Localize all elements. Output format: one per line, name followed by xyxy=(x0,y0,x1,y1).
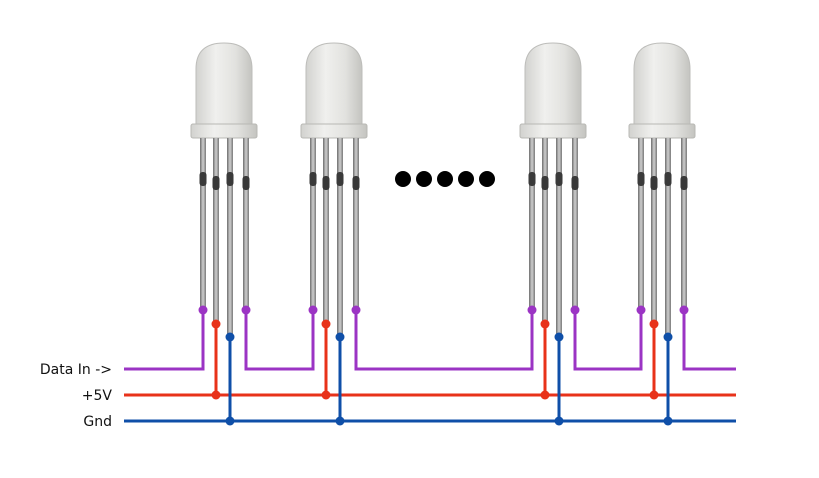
led-leg-kink xyxy=(528,172,536,186)
led-leg-kink xyxy=(571,176,579,190)
rgb-led xyxy=(190,42,258,337)
led-dome xyxy=(524,42,582,127)
led-leg xyxy=(542,138,548,324)
led-flange xyxy=(519,123,587,139)
data-wire xyxy=(682,310,736,371)
led-leg xyxy=(638,138,644,310)
ellipsis-dot xyxy=(395,171,411,187)
data-pin-dot xyxy=(527,305,537,315)
gnd-junction-dot xyxy=(663,416,673,426)
led-leg-kink xyxy=(541,176,549,190)
vcc-pin-dot xyxy=(540,319,550,329)
led-leg-kink xyxy=(352,176,360,190)
led-dome xyxy=(195,42,253,127)
gnd-pin-dot xyxy=(335,332,345,342)
led-dome xyxy=(633,42,691,127)
data-pin-dot xyxy=(198,305,208,315)
rgb-led xyxy=(628,42,696,337)
rgb-led xyxy=(519,42,587,337)
data-wire xyxy=(124,310,205,371)
led-group xyxy=(190,42,696,337)
data-wire xyxy=(244,310,315,371)
led-leg xyxy=(529,138,535,310)
gnd-pin-dot xyxy=(663,332,673,342)
led-leg xyxy=(681,138,687,310)
led-flange xyxy=(628,123,696,139)
led-leg xyxy=(227,138,233,337)
data-wire xyxy=(354,310,532,371)
data-wire xyxy=(573,310,641,371)
led-leg xyxy=(665,138,671,337)
led-dome xyxy=(305,42,363,127)
vcc-junction-dot xyxy=(540,390,550,400)
led-leg xyxy=(353,138,359,310)
ellipsis-dot xyxy=(437,171,453,187)
vcc-junction-dot xyxy=(321,390,331,400)
ellipsis-dot xyxy=(479,171,495,187)
vcc-label: +5V xyxy=(82,388,113,404)
led-leg-kink xyxy=(336,172,344,186)
led-leg-kink xyxy=(680,176,688,190)
vcc-pin-dot xyxy=(211,319,221,329)
led-leg-kink xyxy=(242,176,250,190)
led-leg xyxy=(310,138,316,310)
led-flange xyxy=(300,123,368,139)
vcc-junction-dot xyxy=(211,390,221,400)
led-leg-kink xyxy=(322,176,330,190)
data-pin-dot xyxy=(679,305,689,315)
rgb-led xyxy=(300,42,368,337)
gnd-junction-dot xyxy=(225,416,235,426)
data-pin-dot xyxy=(308,305,318,315)
led-leg-kink xyxy=(555,172,563,186)
ellipsis-dot xyxy=(458,171,474,187)
led-leg xyxy=(556,138,562,337)
gnd-pin-dot xyxy=(554,332,564,342)
data-pin-dot xyxy=(636,305,646,315)
led-leg-kink xyxy=(309,172,317,186)
gnd-label: Gnd xyxy=(83,414,112,430)
gnd-pin-dot xyxy=(225,332,235,342)
data-pin-dot xyxy=(241,305,251,315)
data-in-label: Data In -> xyxy=(40,362,112,378)
led-leg xyxy=(213,138,219,324)
led-leg xyxy=(323,138,329,324)
wiring xyxy=(124,305,736,426)
data-pin-dot xyxy=(570,305,580,315)
vcc-pin-dot xyxy=(649,319,659,329)
led-leg-kink xyxy=(199,172,207,186)
led-leg-kink xyxy=(226,172,234,186)
ellipsis-dot xyxy=(416,171,432,187)
data-pin-dot xyxy=(351,305,361,315)
data-wire xyxy=(354,310,534,371)
data-wire xyxy=(244,310,313,371)
led-leg xyxy=(651,138,657,324)
vcc-junction-dot xyxy=(649,390,659,400)
vcc-pin-dot xyxy=(321,319,331,329)
ellipsis xyxy=(395,171,495,187)
led-leg xyxy=(243,138,249,310)
led-leg-kink xyxy=(212,176,220,190)
led-flange xyxy=(190,123,258,139)
led-leg-kink xyxy=(637,172,645,186)
led-leg-kink xyxy=(664,172,672,186)
gnd-junction-dot xyxy=(554,416,564,426)
gnd-junction-dot xyxy=(335,416,345,426)
led-leg xyxy=(572,138,578,310)
led-leg-kink xyxy=(650,176,658,190)
led-leg xyxy=(337,138,343,337)
data-wire xyxy=(573,310,643,371)
led-leg xyxy=(200,138,206,310)
